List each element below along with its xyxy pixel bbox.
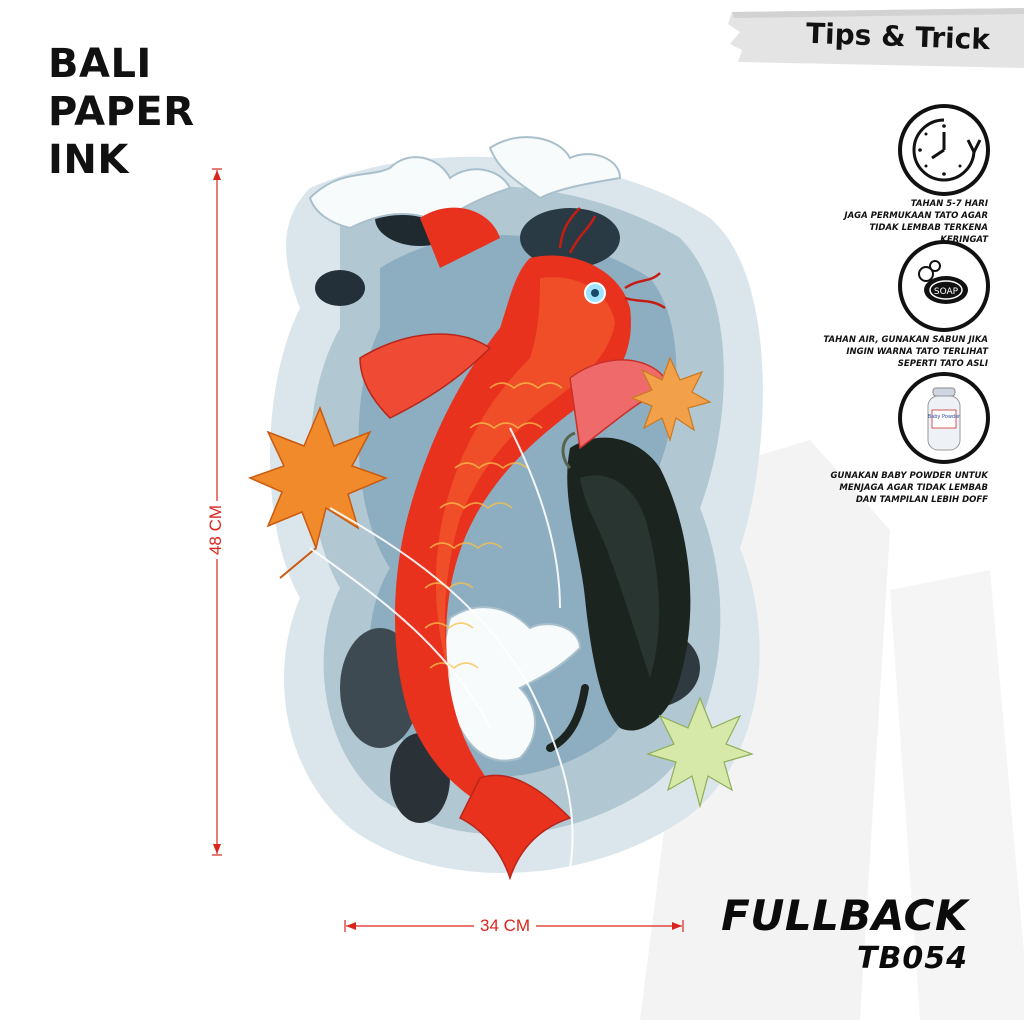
tip-powder-line-1: GUNAKAN BABY POWDER UNTUK [830, 471, 989, 481]
tip-powder: GUNAKAN BABY POWDER UNTUK MENJAGA AGAR T… [820, 470, 989, 506]
koi-tattoo-artwork [247, 136, 763, 881]
width-dimension-label: 34 CM [474, 916, 537, 936]
tip-waterproof-line-1: TAHAN AIR, GUNAKAN SABUN JIKA [823, 335, 988, 345]
product-name: FULLBACK [721, 891, 968, 940]
tip-powder-line-3: DAN TAMPILAN LEBIH DOFF [855, 495, 988, 505]
brand-line-2: PAPER [48, 89, 195, 135]
product-label: FULLBACK TB054 [721, 890, 968, 976]
soap-label: SOAP [934, 287, 959, 297]
tip-waterproof-line-3: SEPERTI TATO ASLI [897, 359, 988, 369]
tip-duration-line-2: JAGA PERMUKAAN TATO AGAR [844, 211, 988, 221]
soap-icon: SOAP [898, 240, 990, 332]
tip-powder-line-2: MENJAGA AGAR TIDAK LEMBAB [839, 483, 988, 493]
powder-label: Baby Powder [928, 414, 961, 420]
height-dimension-label: 48 CM [196, 500, 236, 560]
brand-line-3: INK [48, 137, 129, 183]
brand-line-1: BALI [48, 41, 152, 87]
brand-logo: BALI PAPER INK [48, 40, 195, 184]
tips-banner: Tips & Trick [728, 6, 1024, 70]
clock-icon [898, 104, 990, 196]
tip-duration: TAHAN 5-7 HARI JAGA PERMUKAAN TATO AGAR … [820, 198, 988, 246]
product-code: TB054 [857, 941, 968, 976]
baby-powder-icon: Baby Powder [898, 372, 990, 464]
tip-duration-line-3: TIDAK LEMBAB TERKENA KERINGAT [869, 223, 988, 245]
tips-banner-label: Tips & Trick [805, 16, 991, 57]
tip-waterproof-line-2: INGIN WARNA TATO TERLIHAT [846, 347, 988, 357]
tip-duration-line-1: TAHAN 5-7 HARI [910, 199, 988, 209]
tip-waterproof: TAHAN AIR, GUNAKAN SABUN JIKA INGIN WARN… [820, 334, 988, 370]
height-value: 48 CM [206, 500, 226, 560]
